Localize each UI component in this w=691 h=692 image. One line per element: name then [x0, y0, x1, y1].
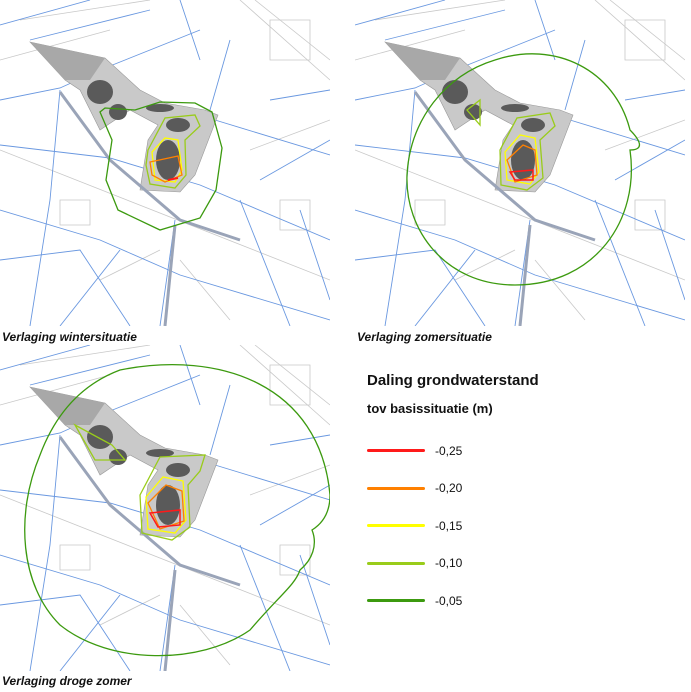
legend-line-swatch [367, 599, 425, 603]
contour-005 [99, 101, 223, 231]
legend-subtitle: tov basissituatie (m) [367, 401, 493, 416]
legend-item: -0,10 [367, 545, 539, 583]
legend-line-swatch [367, 449, 425, 453]
legend-item: -0,25 [367, 432, 539, 470]
contour-015 [504, 134, 540, 185]
legend-item: -0,20 [367, 470, 539, 508]
map-panel-winter [0, 0, 330, 326]
legend-item: -0,15 [367, 507, 539, 545]
contour-005 [24, 364, 330, 657]
contour-025 [167, 177, 179, 181]
legend-label: -0,10 [435, 556, 463, 571]
contour-025 [148, 509, 181, 528]
legend-label: -0,15 [435, 518, 463, 533]
legend-title: Daling grondwaterstand [367, 372, 539, 389]
contour-005 [406, 53, 641, 286]
legend-label: -0,25 [435, 443, 463, 458]
caption-winter: Verlaging wintersituatie [2, 330, 137, 344]
legend: Daling grondwaterstand tov basissituatie… [367, 372, 539, 620]
contour-015 [151, 137, 183, 183]
legend-label: -0,20 [435, 481, 463, 496]
legend-line-swatch [367, 524, 425, 528]
base-map [0, 0, 330, 326]
contour-025 [508, 169, 534, 181]
legend-line-swatch [367, 486, 425, 490]
legend-label: -0,05 [435, 593, 463, 608]
map-panel-summer [355, 0, 685, 326]
legend-item: -0,05 [367, 582, 539, 620]
contour-010 [145, 114, 201, 189]
caption-summer: Verlaging zomersituatie [357, 330, 492, 344]
legend-line-swatch [367, 561, 425, 565]
contour-015 [145, 476, 187, 534]
contour-010 [73, 423, 206, 541]
base-map [355, 0, 685, 326]
base-map [0, 345, 330, 671]
contour-020 [147, 484, 185, 530]
contour-010 [466, 98, 556, 191]
map-panel-dry-summer [0, 345, 330, 671]
caption-dry-summer: Verlaging droge zomer [2, 674, 132, 688]
